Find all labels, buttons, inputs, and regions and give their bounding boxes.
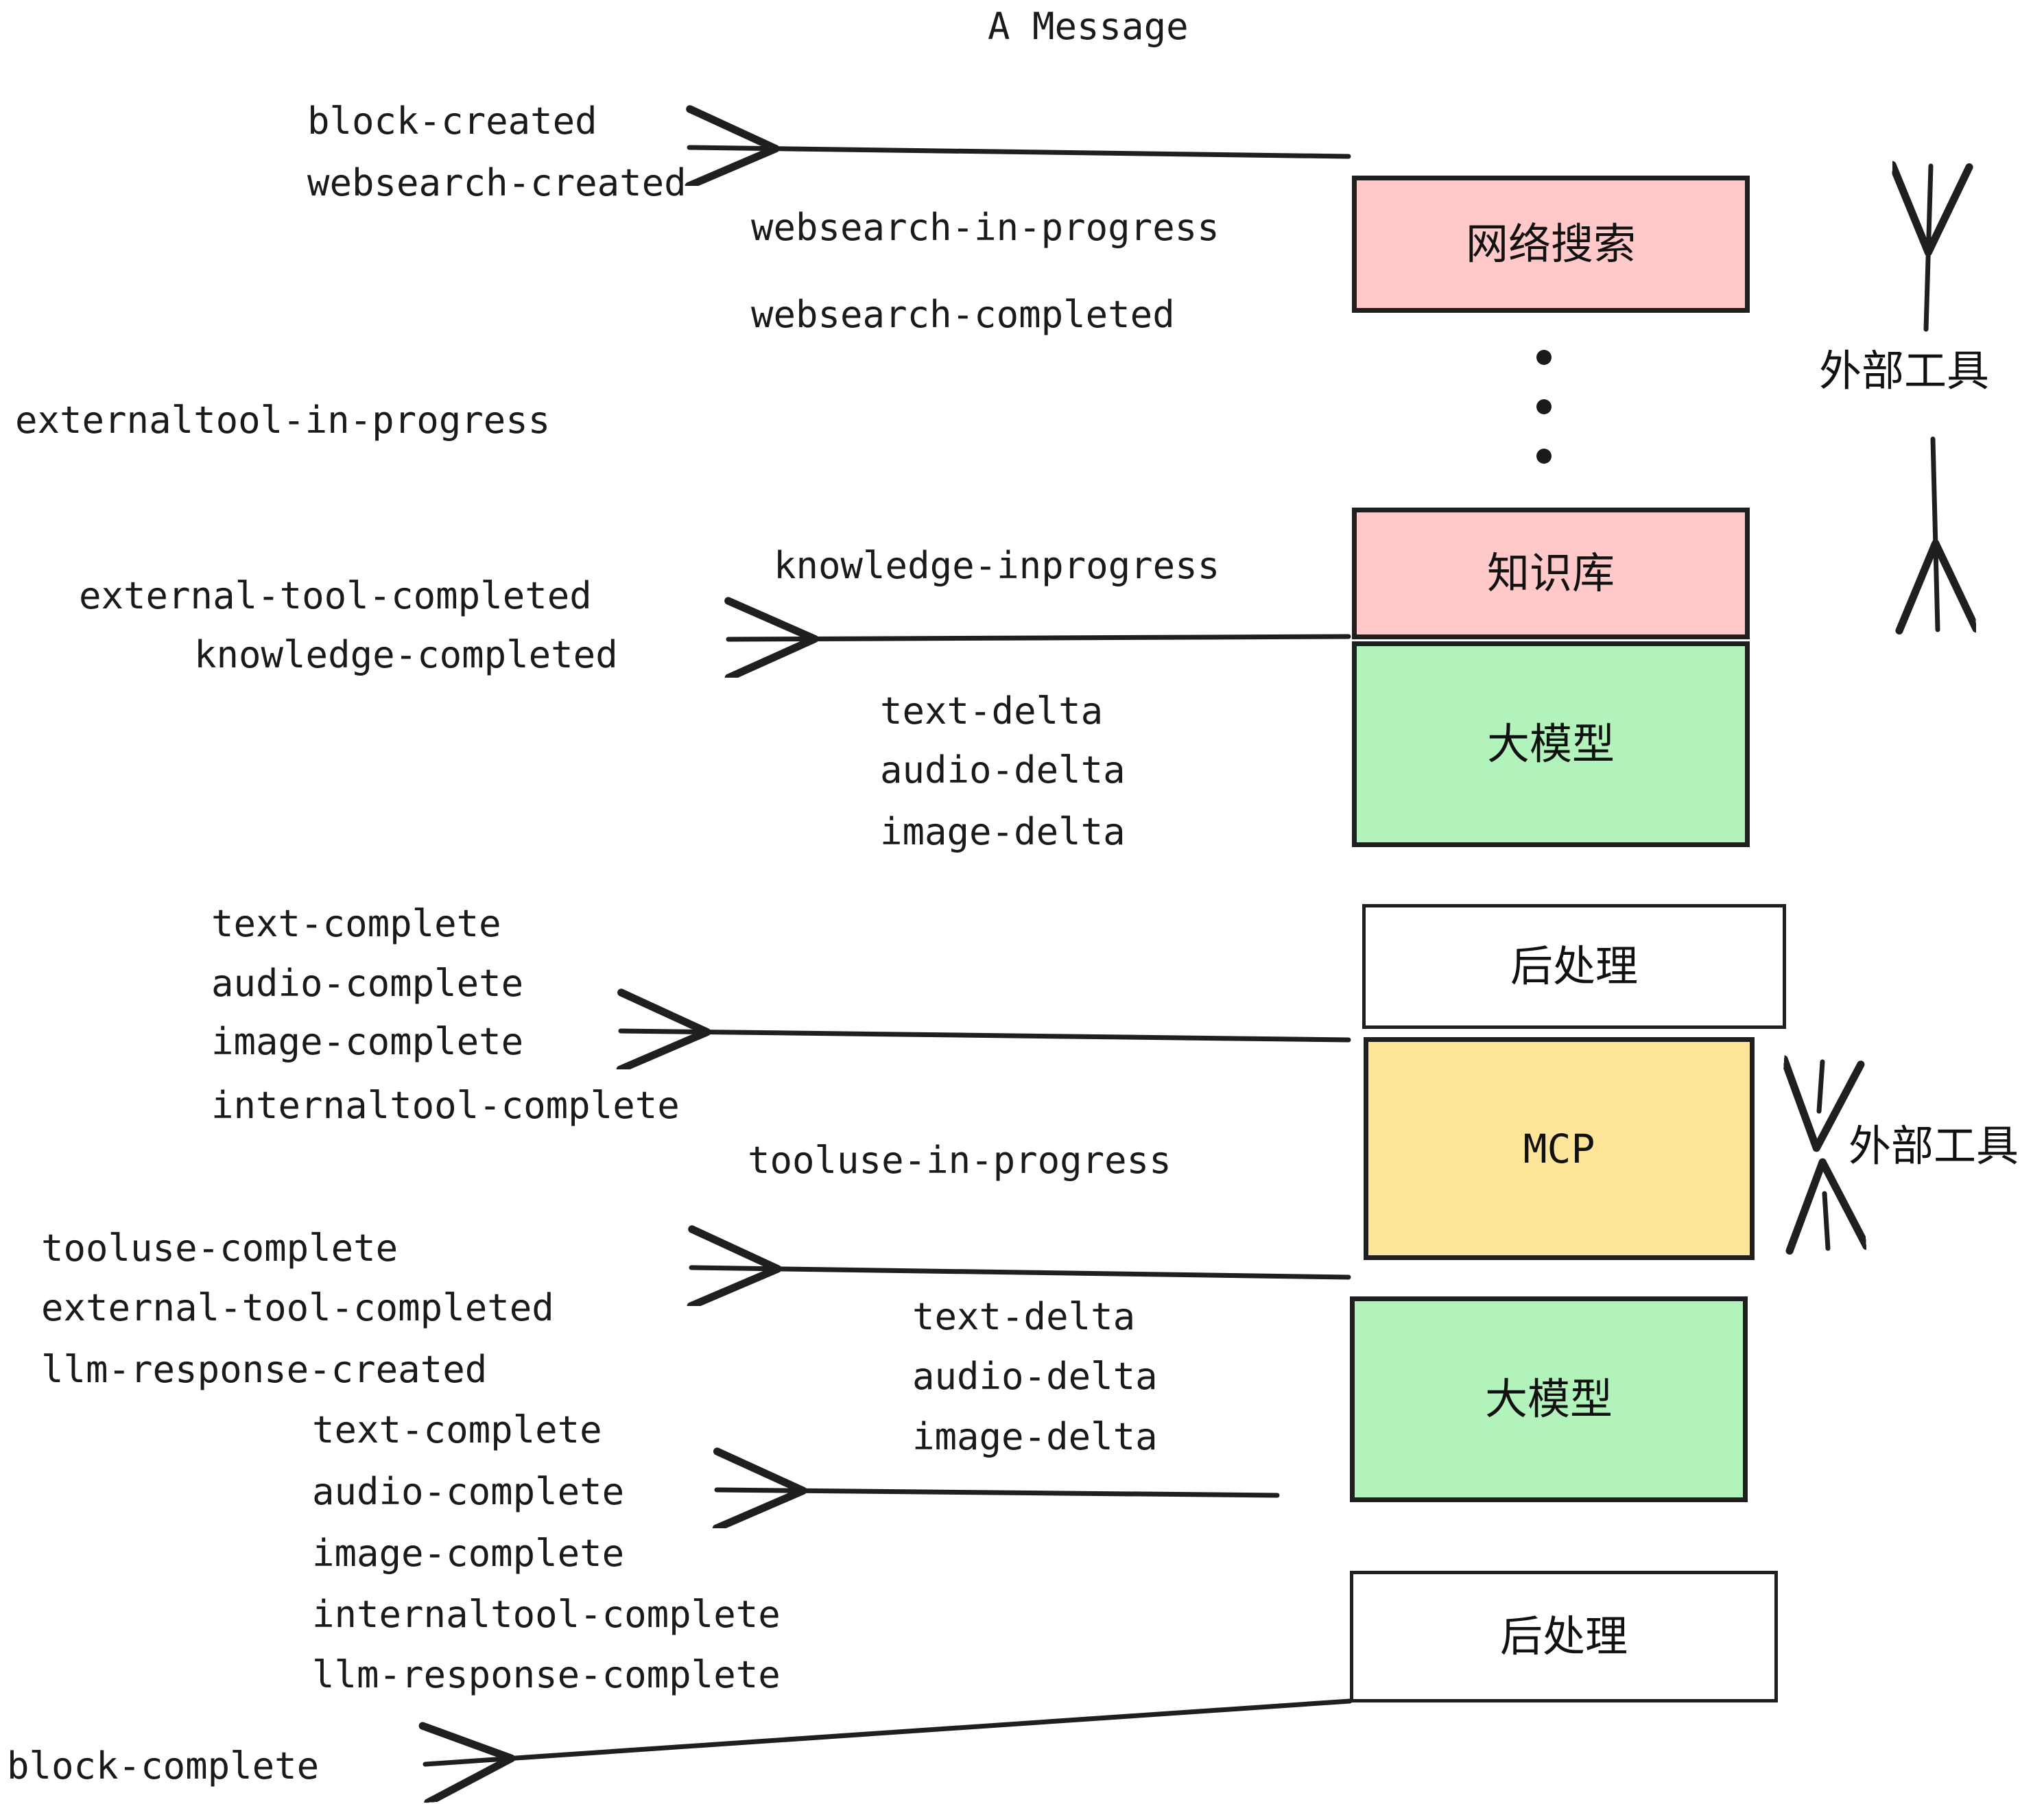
arrow-llm2-to-audio-complete [717,1490,1280,1495]
event-websearch-in-progress: websearch-in-progress [751,206,1220,249]
event-knowledge-inprogress: knowledge-inprogress [774,544,1220,587]
event-tooluse-in-progress: tooluse-in-progress [748,1139,1172,1182]
diagram-title: A Message [988,5,1189,48]
box-mcp[interactable]: MCP [1364,1037,1755,1260]
arrow-knowledge-to-knowledge-completed [728,637,1351,639]
ellipsis-dot-3 [1536,449,1552,464]
box-postprocess-1[interactable]: 后处理 [1362,904,1786,1029]
event-text-complete-2: text-complete [312,1408,602,1451]
event-text-complete-1: text-complete [211,902,501,945]
event-external-tool-completed-2: external-tool-completed [41,1286,554,1329]
event-llm-response-created: llm-response-created [41,1348,488,1391]
event-audio-complete-1: audio-complete [211,962,524,1005]
label-external-tool-top: 外部工具 [1819,346,1990,396]
arrow-websearch-to-block-created [689,147,1351,156]
event-image-delta-2: image-delta [912,1415,1158,1458]
arrow-external-tool-top-up [1926,166,1931,332]
event-text-delta-1: text-delta [880,689,1104,733]
box-llm-1[interactable]: 大模型 [1352,641,1750,847]
event-internaltool-complete-2: internaltool-complete [312,1593,781,1636]
event-internaltool-complete-1: internaltool-complete [211,1084,680,1127]
arrow-external-tool-bottom-up [1819,1062,1822,1111]
event-external-tool-completed-1: external-tool-completed [79,574,592,617]
arrow-external-tool-top-down [1933,436,1938,630]
arrow-postprocess1-to-image-complete [621,1031,1351,1040]
arrow-postprocess2-to-block-complete [425,1698,1353,1764]
box-knowledge[interactable]: 知识库 [1352,508,1750,639]
ellipsis-dot-1 [1536,350,1552,365]
event-audio-delta-2: audio-delta [912,1355,1158,1398]
event-text-delta-2: text-delta [912,1295,1136,1338]
event-image-complete-1: image-complete [211,1020,524,1063]
event-image-delta-1: image-delta [880,810,1126,853]
event-websearch-completed: websearch-completed [751,293,1175,336]
event-image-complete-2: image-complete [312,1532,625,1575]
event-externaltool-in-progress: externaltool-in-progress [15,399,551,442]
box-llm-2[interactable]: 大模型 [1350,1296,1748,1502]
event-audio-complete-2: audio-complete [312,1470,625,1513]
event-websearch-created: websearch-created [307,161,687,204]
box-postprocess-2[interactable]: 后处理 [1350,1571,1778,1702]
event-block-created: block-created [307,99,597,143]
event-llm-response-complete: llm-response-complete [312,1653,781,1696]
arrow-external-tool-bottom-down [1825,1194,1828,1248]
ellipsis-dot-2 [1536,399,1552,414]
box-websearch[interactable]: 网络搜索 [1352,176,1750,313]
label-external-tool-bottom: 外部工具 [1849,1121,2019,1171]
event-tooluse-complete: tooluse-complete [41,1226,399,1270]
event-block-complete: block-complete [7,1744,320,1788]
arrow-mcp-to-tooluse-complete [691,1268,1351,1277]
event-audio-delta-1: audio-delta [880,748,1126,792]
event-knowledge-completed: knowledge-completed [194,633,618,676]
